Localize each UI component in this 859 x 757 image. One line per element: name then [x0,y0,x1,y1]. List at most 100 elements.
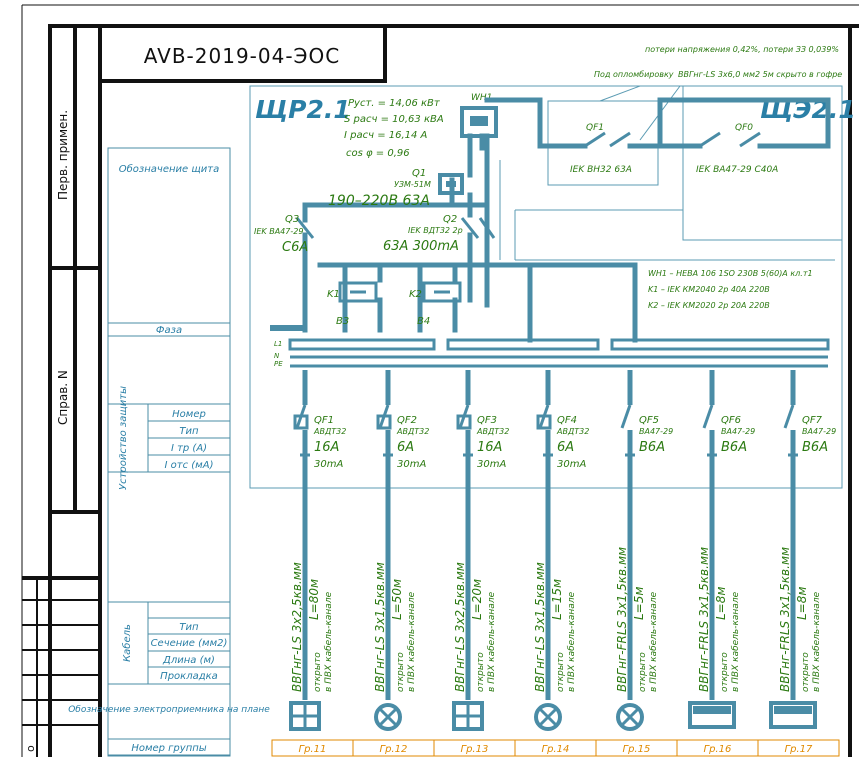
param-cos: cos φ = 0,96 [346,148,410,159]
breaker-rcd: 30mA [477,459,506,470]
left-table-labels: Обозначение щита Фаза Устройство защиты … [68,163,270,754]
losses-text: потери напряжения 0,42%, потери ЗЗ 0,039… [645,45,839,54]
main-wiring [302,97,831,343]
breaker-blade [783,404,795,429]
q1-type: УЗМ-51М [394,180,431,189]
group-number: Гр.13 [461,744,489,755]
q3-name: Q3 [285,214,299,225]
legend-k2: K2 – IEK КМ2020 2р 20А 220В [648,301,770,310]
rcd-box [456,414,472,430]
group-number: Гр.12 [380,744,408,755]
cable-type: ВВГнг-LS 3х1,5кв.мм [373,562,387,692]
bus-n: N [274,352,280,360]
param-i: I расч = 16,14 А [344,130,428,141]
group-number: Гр.15 [623,744,651,755]
side-label-sprav: Справ. N [56,370,70,425]
contactor-k2 [422,281,462,303]
lamp-icon [374,703,402,731]
cable-laying-detail: в ПВХ кабель-канале [649,591,659,692]
k2-label: K2 [409,289,422,300]
breaker-name: QF2 [397,415,417,426]
group-cell [757,739,840,757]
switch-qf1-top [584,131,631,148]
label-nomer-gr: Номер группы [131,743,206,754]
lamp-icon-cross [538,707,558,727]
heater-icon [688,701,736,729]
group-number: Гр.16 [704,744,732,755]
label-tip: Тип [179,426,199,437]
rcd-box [293,414,309,430]
cable-laying-detail: в ПВХ кабель-канале [731,591,741,692]
breaker-blade [620,404,632,429]
cable-length: L=50м [390,579,404,620]
drawing-frame [21,4,859,757]
cable-laying: открыто [476,652,486,692]
cable-type: ВВГнг-FRLS 3х1,5кв.мм [697,547,711,692]
rcd-box [376,414,392,430]
legend-wh1: WH1 – НЕВА 106 1SO 230В 5(60)А кл.т1 [648,269,813,278]
breaker-rating: В6А [721,440,747,455]
heater-icon-fill [774,706,812,714]
label-k-sech: Сечение (мм2) [151,638,228,649]
panel-main-title: ЩР2.1 [255,95,351,124]
q1-range: 190–220В 63А [328,193,430,209]
lamp-icon-cross [620,707,640,727]
group-number: Гр.14 [542,744,570,755]
cable-type: ВВГнг-FRLS 3х1,5кв.мм [778,547,792,692]
left-table [107,147,231,757]
cable-laying: открыто [556,652,566,692]
b4-label: B4 [417,316,430,327]
param-s: S расч = 10,63 кВА [344,114,444,125]
breaker-type: ВА47-29 [721,427,755,436]
heater-icon-fill [693,706,731,714]
label-nomer: Номер [172,409,206,420]
q2-desc: IEK ВДТ32 2р [408,226,463,235]
breaker-rating: 16А [314,440,339,455]
label-kabel: Кабель [121,624,133,662]
label-k-prokl: Прокладка [160,671,218,682]
cable-length: L=15м [550,579,564,620]
switch-q3 [295,217,315,239]
breaker-rcd: 30mA [557,459,586,470]
k1-label: K1 [327,289,340,300]
lamp-icon-cross [378,707,398,727]
cable-laying: открыто [313,652,323,692]
doc-code: AVB-2019-04-ЭОС [144,44,340,68]
cable-type: ВВГнг-LS 3х2,5кв.мм [290,562,304,692]
label-k-dlina: Длина (м) [162,655,215,666]
qf0-top-name: QF0 [735,123,753,133]
cable-type: ВВГнг-LS 3х1,5кв.мм [533,562,547,692]
breaker-name: QF6 [721,415,741,426]
breaker-name: QF5 [639,415,659,426]
cable-laying-detail: в ПВХ кабель-канале [487,591,497,692]
panel-params: Pуст. = 14,06 кВт S расч = 10,63 кВА I р… [344,98,444,159]
breaker-name: QF7 [802,415,823,426]
breaker-rating: 16А [477,440,502,455]
socket-icon [289,701,321,731]
group-number: Гр.11 [299,744,327,755]
label-oboz-shita: Обозначение щита [119,163,219,175]
label-ustr: Устройство защиты [118,386,129,490]
side-corner: о [24,745,37,752]
bus-l1: L1 [274,340,282,348]
bus-bars [270,325,830,368]
cable-laying: открыто [638,652,648,692]
q3-rating: С6А [282,240,308,255]
breaker-type: ВА47-29 [639,427,673,436]
breaker-rcd: 30mA [397,459,426,470]
contactor-k1 [338,281,378,303]
breaker-name: QF4 [557,415,577,426]
b3-label: B3 [336,316,349,327]
breaker-type: АВДТ32 [476,427,509,436]
socket-icon [452,701,484,731]
breaker-rating: 6А [557,440,574,455]
cable-laying: открыто [801,652,811,692]
cable-length: L=8м [714,587,728,620]
equipment-legend: WH1 – НЕВА 106 1SO 230В 5(60)А кл.т1 K1 … [648,269,813,310]
relay-q1 [438,173,464,195]
under-seal-text: Под опломбировку [594,70,674,79]
breaker-rcd: 30mA [314,459,343,470]
meter-wh1: WH1 [460,93,498,138]
qf1-top-desc: IEK ВН32 63А [570,165,632,175]
